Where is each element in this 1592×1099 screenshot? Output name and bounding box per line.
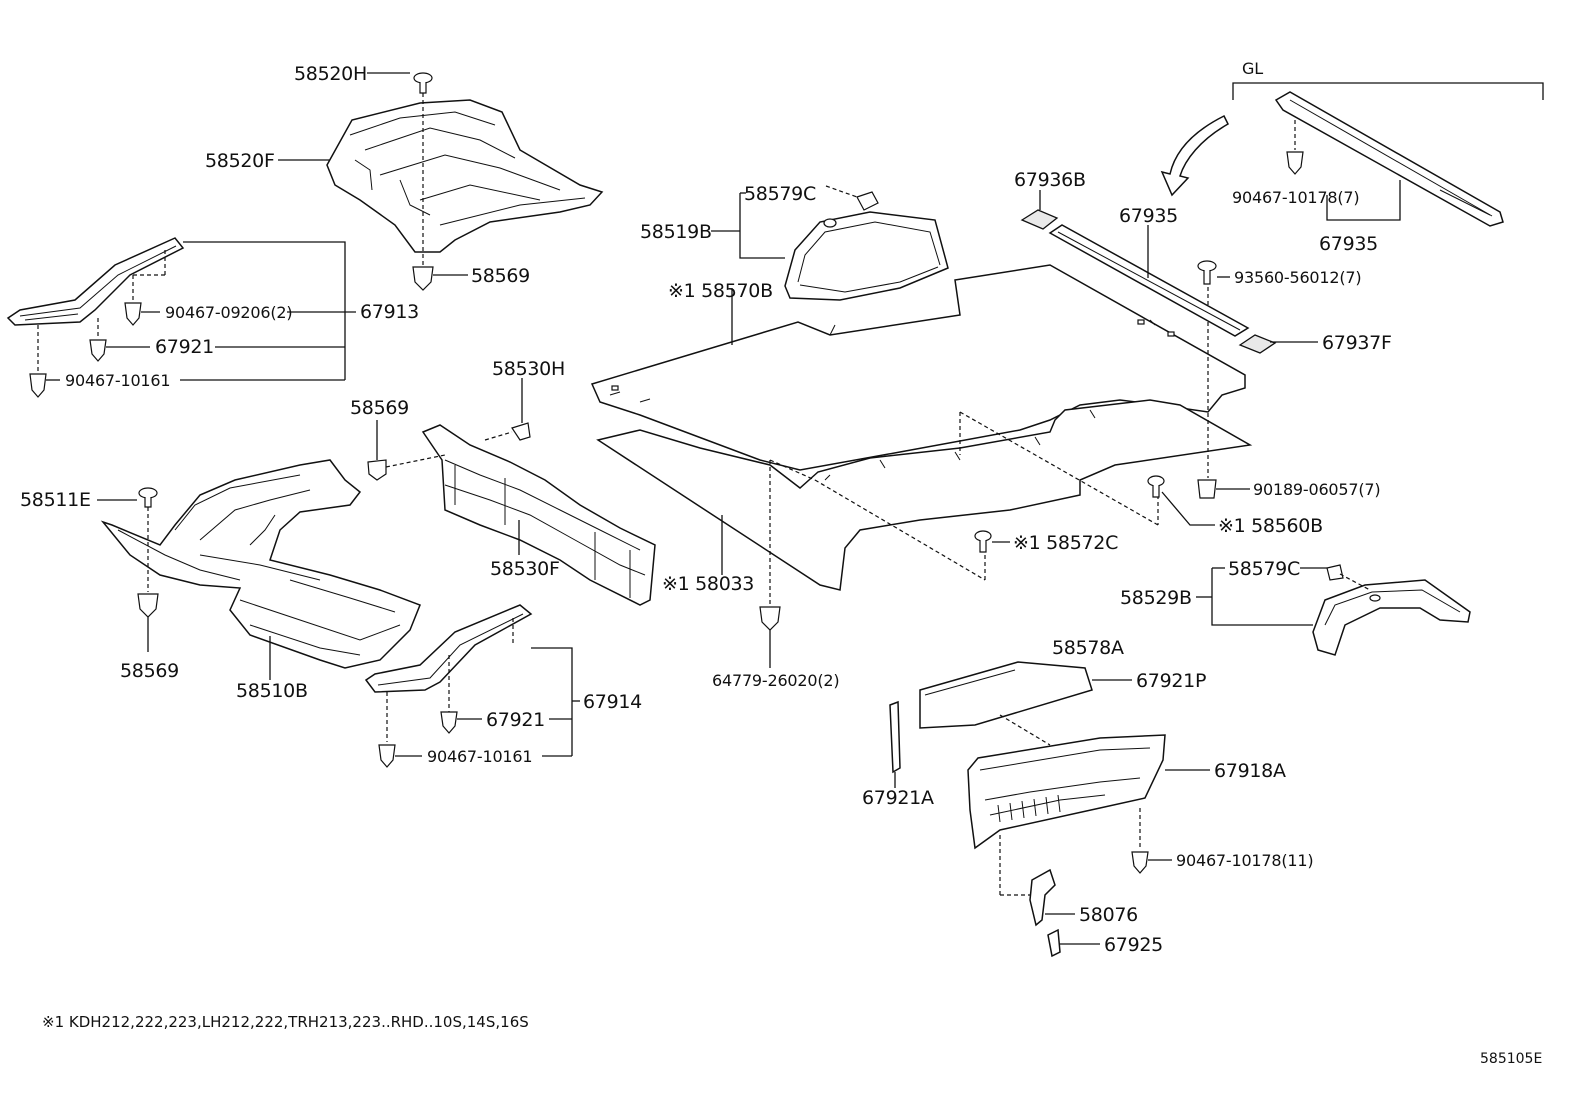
callout-67935-right: 67935: [1319, 233, 1378, 255]
callout-67937F: 67937F: [1322, 332, 1392, 354]
clip-67921-bot-icon: [440, 711, 458, 734]
curved-arrow-icon: [1160, 114, 1229, 197]
part-58076-bracket: [1029, 868, 1056, 927]
callout-58560B: ※1 58560B: [1218, 515, 1323, 537]
part-67936B-pad: [1020, 209, 1059, 230]
part-67925-tab: [1047, 928, 1061, 958]
callout-90467-10178-7: 90467-10178(7): [1232, 188, 1359, 207]
callout-58579C-top: 58579C: [744, 183, 816, 205]
clip-90467-09206-icon: [124, 302, 142, 326]
clip-90467-10161-bot-icon: [378, 744, 396, 768]
callout-90467-10178-11: 90467-10178(11): [1176, 851, 1313, 870]
clip-93560-56012-icon: [1197, 260, 1217, 285]
clip-58569-mid-icon: [367, 459, 387, 481]
part-58520F-floor-cover: [326, 99, 604, 253]
clip-58579C-right-icon: [1326, 564, 1344, 581]
callout-58569-bot: 58569: [120, 660, 179, 682]
callout-67921-bot: 67921: [486, 709, 545, 731]
part-67935-mid-rail: [1048, 224, 1250, 337]
callout-90467-10161-top: 90467-10161: [65, 371, 170, 390]
clip-64779-26020-icon: [759, 606, 781, 631]
diagram-code: 585105E: [1480, 1051, 1542, 1067]
callout-90467-10161-bot: 90467-10161: [427, 747, 532, 766]
callout-67925: 67925: [1104, 934, 1163, 956]
callout-58579C-right: 58579C: [1228, 558, 1300, 580]
clip-58511E-icon: [138, 487, 158, 508]
callout-GL: GL: [1242, 59, 1263, 78]
callout-67913: 67913: [360, 301, 419, 323]
callout-58510B: 58510B: [236, 680, 308, 702]
callout-67914: 67914: [583, 691, 642, 713]
part-67914-step-plate: [364, 604, 533, 693]
clip-90467-10178-7-icon: [1286, 151, 1304, 175]
callout-58529B: 58529B: [1120, 587, 1192, 609]
callout-67935-mid: 67935: [1119, 205, 1178, 227]
clip-58579C-top-icon: [856, 191, 879, 211]
callout-58520H: 58520H: [294, 63, 367, 85]
callout-90467-09206: 90467-09206(2): [165, 303, 292, 322]
callout-93560-56012: 93560-56012(7): [1234, 268, 1361, 287]
callout-58570B: ※1 58570B: [668, 280, 773, 302]
clip-58569-top-icon: [412, 266, 434, 291]
callout-58569-mid: 58569: [350, 397, 409, 419]
clip-58572C-icon: [974, 530, 992, 553]
clip-58530H-icon: [511, 422, 531, 441]
part-58033-floor-carpet: [596, 399, 1253, 591]
part-58519B-cover: [784, 211, 949, 301]
callout-58033: ※1 58033: [662, 573, 754, 595]
callout-67918A: 67918A: [1214, 760, 1286, 782]
part-58529B-cover: [1312, 579, 1471, 656]
callout-58530H: 58530H: [492, 358, 565, 380]
clip-90189-06057-icon: [1197, 479, 1217, 499]
clip-90467-10178-11-icon: [1131, 851, 1149, 874]
part-67918A-box: [967, 734, 1166, 850]
clip-90467-10161-top-icon: [29, 373, 47, 398]
callout-58572C: ※1 58572C: [1013, 532, 1118, 554]
callout-58578A: 58578A: [1052, 637, 1124, 659]
footnote: ※1 KDH212,222,223,LH212,222,TRH213,223..…: [42, 1013, 529, 1031]
clip-58569-bot-icon: [137, 593, 159, 618]
part-58530F-center-cover: [421, 424, 656, 606]
part-67921A-strip: [889, 700, 901, 774]
callout-58530F: 58530F: [490, 558, 560, 580]
callout-64779-26020: 64779-26020(2): [712, 671, 839, 690]
callout-67921P: 67921P: [1136, 670, 1206, 692]
part-67913-step-plate: [6, 237, 185, 326]
callout-58511E: 58511E: [20, 489, 91, 511]
clip-67921-top-icon: [89, 339, 107, 362]
callout-67921-top: 67921: [155, 336, 214, 358]
clip-58560B-icon: [1147, 475, 1165, 498]
callout-58569-top: 58569: [471, 265, 530, 287]
callout-58520F: 58520F: [205, 150, 275, 172]
part-67935-gl-rail: [1274, 91, 1504, 227]
callout-67921A: 67921A: [862, 787, 934, 809]
part-58578A-panel: [919, 661, 1093, 729]
callout-58519B: 58519B: [640, 221, 712, 243]
callout-58076: 58076: [1079, 904, 1138, 926]
callout-90189-06057: 90189-06057(7): [1253, 480, 1380, 499]
part-67937F-pad: [1238, 334, 1277, 354]
clip-58520H-icon: [413, 72, 433, 94]
callout-67936B: 67936B: [1014, 169, 1086, 191]
part-58510B-front-floor-cover: [100, 459, 421, 669]
